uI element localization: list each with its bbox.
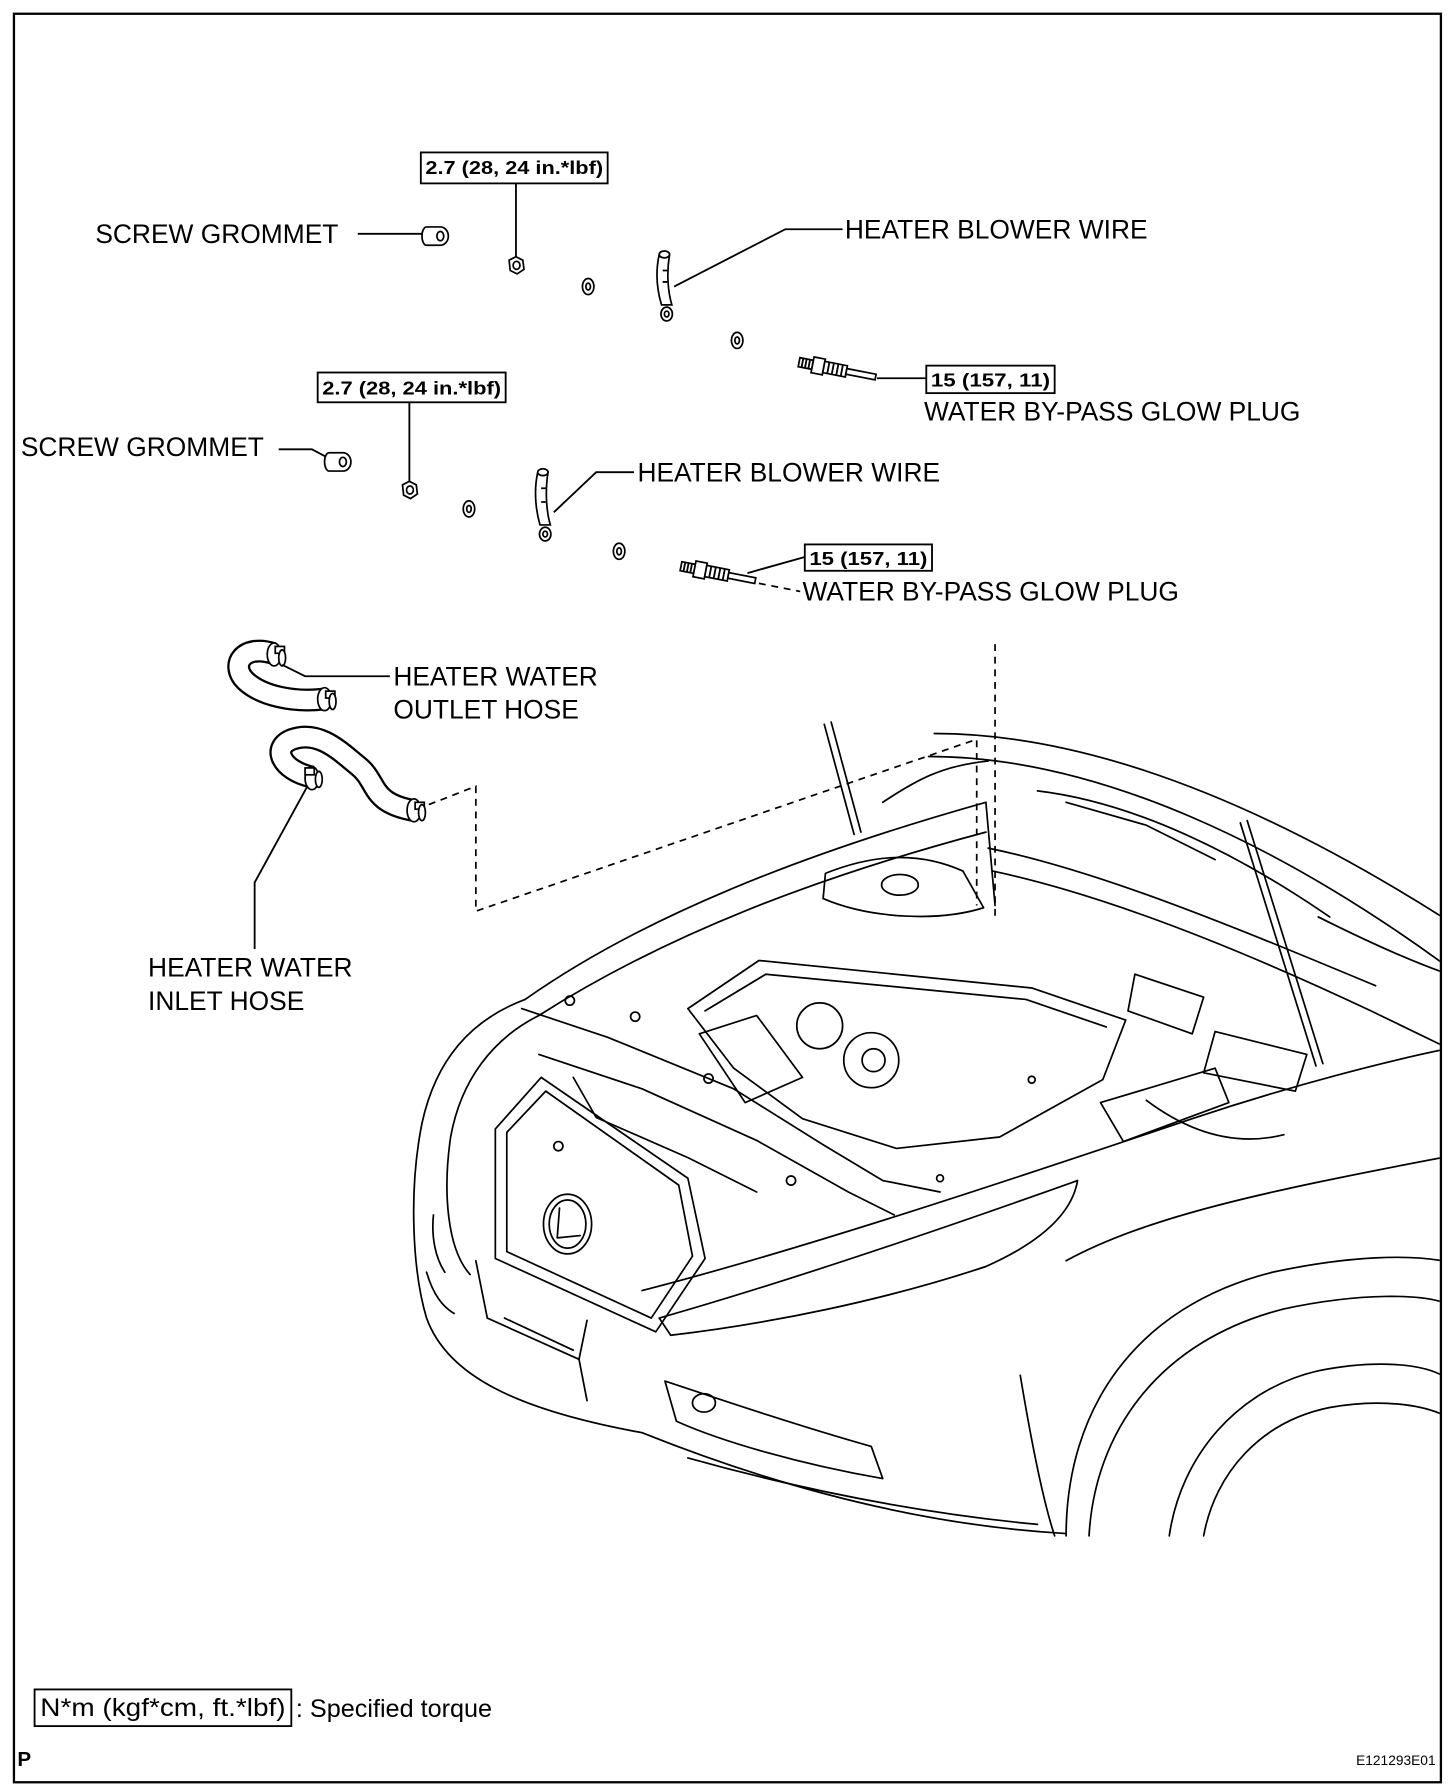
- figure-code: E121293E01: [1356, 1753, 1436, 1768]
- hose-clamp: [406, 798, 427, 823]
- heater-blower-wire-label: HEATER BLOWER WIRE: [637, 457, 940, 487]
- screw-grommet-label: SCREW GROMMET: [95, 219, 338, 249]
- water-by-pass-glow-plug-part: [679, 559, 757, 585]
- washer-part: [612, 542, 626, 561]
- bumper-lower-opening: [664, 1380, 884, 1480]
- heater-blower-wire-label: HEATER BLOWER WIRE: [845, 214, 1148, 244]
- page-marker: P: [17, 1748, 31, 1771]
- fog-light: [691, 1392, 717, 1413]
- heater-blower-wire-leader-line: [673, 228, 843, 288]
- outlet-hose-leader-line: [281, 663, 390, 678]
- bumper-lower-line: [687, 1457, 1039, 1526]
- legend-description: : Specified torque: [296, 1695, 492, 1723]
- heater-blower-wire-part: [534, 467, 552, 542]
- washer-part: [462, 500, 476, 518]
- part-group-upper: 2.7 (28, 24 in.*lbf) SCREW GROMMET: [95, 151, 1300, 427]
- diagram-frame: [12, 12, 1443, 1784]
- heater-blower-wire-part: [656, 250, 674, 322]
- torque-value: 2.7 (28, 24 in.*lbf): [425, 157, 603, 178]
- screw-grommet-part: [323, 451, 352, 472]
- fender-lower-line: [1019, 1374, 1056, 1537]
- screw-grommet-part: [421, 226, 450, 247]
- heater-water-inlet-hose: [269, 725, 427, 823]
- glow-plug-leader-line: [747, 556, 806, 574]
- cowl-panel: [987, 847, 1440, 1046]
- outlet-hose-label-line2: OUTLET HOSE: [393, 695, 579, 725]
- torque-box: [316, 371, 507, 404]
- engine-cover: [687, 959, 1127, 1150]
- nut-part: [508, 255, 525, 275]
- strut-tower: [822, 856, 985, 918]
- fender-line: [1065, 1157, 1440, 1262]
- lower-intake: [474, 1259, 588, 1402]
- legend-unit-box: [33, 1688, 293, 1728]
- heater-blower-wire-leader-line: [553, 471, 635, 513]
- glow-plug-torque-box: [925, 364, 1056, 395]
- glow-plug-torque-box: [803, 543, 933, 572]
- vehicle-front-illustration: [412, 721, 1440, 1537]
- engine-bay-components: [698, 973, 1308, 1143]
- headlamp: [658, 1179, 1079, 1337]
- hood-support-rod: [823, 721, 1324, 1067]
- fender-crease: [641, 1049, 1440, 1292]
- front-grille: [494, 1076, 706, 1333]
- engine-bay-edge: [524, 801, 996, 1017]
- inlet-hose-leader-line: [253, 785, 309, 950]
- glow-plug-label: WATER BY-PASS GLOW PLUG: [803, 577, 1179, 607]
- installation-dashed-line: [428, 738, 978, 913]
- water-by-pass-glow-plug-part: [797, 355, 878, 381]
- washer-part: [581, 277, 595, 296]
- glow-plug-dashed-line: [758, 582, 801, 593]
- legend-unit: N*m (kgf*cm, ft.*lbf): [40, 1694, 285, 1722]
- hose-clamp: [316, 686, 337, 712]
- glow-plug-torque-value: 15 (157, 11): [931, 369, 1050, 390]
- torque-value: 2.7 (28, 24 in.*lbf): [322, 377, 501, 398]
- side-vent: [425, 1214, 455, 1315]
- glow-plug-torque-value: 15 (157, 11): [809, 548, 927, 569]
- front-bumper-outline: [412, 998, 1067, 1535]
- torque-legend: N*m (kgf*cm, ft.*lbf) : Specified torque: [33, 1688, 492, 1728]
- outlet-hose-label-line1: HEATER WATER: [393, 661, 598, 691]
- open-hood: [881, 732, 1440, 963]
- heater-water-outlet-hose: [227, 639, 337, 712]
- part-group-lower: 2.7 (28, 24 in.*lbf) SCREW GROMMET HE: [21, 371, 1179, 607]
- radiator-support: [520, 995, 945, 1216]
- lexus-emblem-icon: [542, 1193, 593, 1255]
- hose-clamp: [304, 765, 324, 791]
- washer-part: [730, 331, 744, 350]
- inlet-hose-label-line2: INLET HOSE: [148, 986, 304, 1016]
- front-bumper-inner-line: [446, 1014, 540, 1276]
- nut-part: [401, 480, 419, 500]
- inlet-hose-label-line1: HEATER WATER: [148, 953, 353, 983]
- front-wheel: [1065, 1256, 1440, 1537]
- screw-grommet-leader-line: [278, 448, 330, 460]
- hose-clamp: [266, 642, 287, 667]
- glow-plug-label: WATER BY-PASS GLOW PLUG: [924, 397, 1300, 427]
- strut-mount: [880, 873, 920, 897]
- screw-grommet-label: SCREW GROMMET: [21, 432, 264, 462]
- torque-box: [419, 151, 609, 185]
